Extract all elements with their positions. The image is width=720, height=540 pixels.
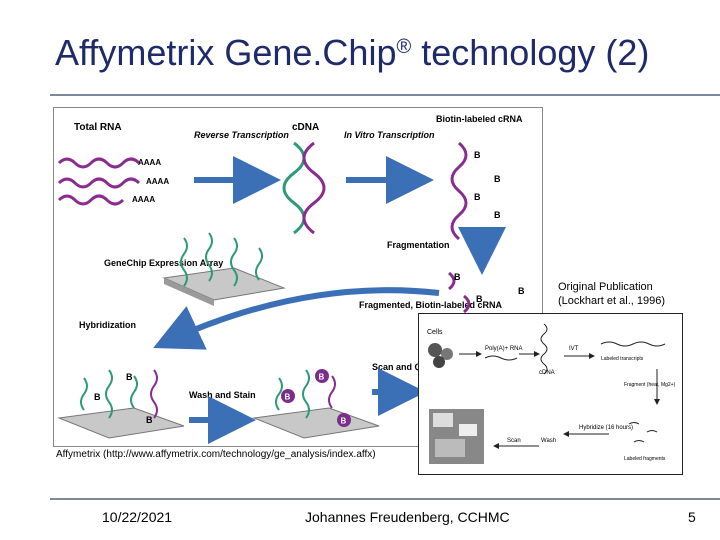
page-number: 5 (688, 509, 696, 525)
title-rest: technology (2) (411, 32, 650, 73)
slide-title: Affymetrix Gene.Chip® technology (2) (55, 32, 649, 74)
cdna-strand-b (302, 141, 326, 235)
hyb-probe-2 (105, 369, 113, 419)
biotin-tag-10: B (146, 415, 153, 425)
label-genechip-array: GeneChip Expression Array (104, 258, 223, 268)
inset-ivt: IVT (569, 346, 579, 352)
hyb-target-1 (150, 369, 158, 419)
label-ivt: In Vitro Transcription (344, 130, 435, 140)
biotin-tag-3: B (474, 192, 481, 202)
biotin-tag-2: B (494, 174, 501, 184)
biotin-tag-5: B (454, 272, 461, 282)
rna-strand-2 (57, 177, 141, 189)
workflow-svg: Total RNA AAAA AAAA AAAA Reverse Transcr… (57, 114, 525, 444)
genechip-array-top (162, 267, 286, 301)
inset-scan: Scan (507, 438, 521, 444)
biotin-stain-2: B (285, 393, 291, 402)
inset-hybridize: Hybridize (16 hours) (579, 425, 633, 431)
biotin-tag-7: B (518, 286, 525, 296)
cdna-strand-a (282, 141, 306, 235)
stain-target-1 (328, 375, 336, 409)
fragment-2 (463, 294, 471, 314)
probe-3 (230, 237, 238, 287)
label-total-rna: Total RNA (74, 122, 122, 133)
inset-labeled-transcript (600, 341, 666, 347)
title-divider (50, 94, 720, 96)
inset-rna (484, 355, 518, 361)
cell-3 (433, 356, 445, 368)
inset-cells: Cells (427, 329, 443, 336)
biotin-stain-3: B (341, 417, 347, 426)
inset-wash: Wash (541, 438, 556, 444)
crna-strand (450, 141, 468, 241)
inset-labeled-transcripts: Labeled transcripts (601, 356, 644, 362)
stained-chip (252, 407, 380, 439)
label-wash-stain: Wash and Stain (189, 390, 256, 400)
publication-caption: Original Publication (Lockhart et al., 1… (558, 280, 665, 308)
arrow-hybridization (153, 287, 440, 350)
label-reverse-transcription: Reverse Transcription (194, 130, 289, 140)
polya-tail-2: AAAA (146, 177, 169, 186)
hybridized-chip (57, 407, 185, 439)
lockhart-inset-figure: Cells Poly(A)+ RNA cDNA IVT Labeled tran… (418, 313, 683, 475)
inset-cdna-helix (540, 323, 548, 375)
label-cdna: cDNA (292, 122, 319, 133)
publication-line-1: Original Publication (558, 281, 653, 293)
registered-mark: ® (396, 36, 412, 58)
genechip-workflow-diagram: Total RNA AAAA AAAA AAAA Reverse Transcr… (53, 107, 543, 447)
title-text: Affymetrix Gene.Chip (55, 32, 397, 73)
biotin-stain-1: B (319, 373, 325, 382)
label-scan-quantitate: Scan and Quantitate (372, 362, 459, 372)
probe-4 (255, 247, 263, 281)
polya-tail-1: AAAA (138, 158, 161, 167)
stain-marker-3 (337, 413, 351, 427)
label-biotin-crna: Biotin-labeled cRNA (436, 114, 523, 124)
label-fragmentation: Fragmentation (387, 240, 450, 250)
inset-svg: Cells Poly(A)+ RNA cDNA IVT Labeled tran… (427, 323, 676, 464)
label-hybridization: Hybridization (79, 320, 136, 330)
footer-divider (50, 498, 720, 500)
source-caption: Affymetrix (http://www.affymetrix.com/te… (56, 449, 376, 460)
inset-fragment: Fragment (heat, Mg2+) (624, 382, 676, 388)
probe-1 (180, 237, 188, 287)
inset-fragments (628, 422, 658, 443)
stain-probe-2 (302, 369, 310, 419)
biotin-tag-9: B (94, 392, 101, 402)
genechip-array-side (164, 278, 214, 306)
hyb-probe-1 (80, 377, 88, 411)
rna-strand-1 (57, 157, 141, 169)
stain-probe-1 (275, 377, 283, 411)
biotin-tag-6: B (476, 294, 483, 304)
hyb-probe-3 (130, 375, 138, 409)
polya-tail-3: AAAA (132, 195, 155, 204)
publication-line-2: (Lockhart et al., 1996) (558, 295, 666, 307)
probe-2 (205, 232, 213, 282)
biotin-tag-4: B (494, 210, 501, 220)
stain-marker-1 (315, 369, 329, 383)
rna-strand-3 (57, 194, 125, 206)
cell-1 (428, 343, 442, 357)
biotin-tag-1: B (474, 150, 481, 160)
fragment-1 (448, 271, 456, 291)
biotin-tag-8: B (126, 372, 133, 382)
footer-date: 10/22/2021 (102, 509, 173, 525)
label-fragmented-crna: Fragmented, Biotin-labeled cRNA (359, 300, 503, 310)
inset-cdna: cDNA (539, 370, 555, 376)
inset-labeled-fragments: Labeled fragments (624, 456, 666, 462)
stain-marker-2 (281, 389, 295, 403)
inset-polya-rna: Poly(A)+ RNA (485, 346, 523, 352)
footer-author: Johannes Freudenberg, CCHMC (305, 509, 510, 525)
cell-2 (441, 348, 453, 360)
